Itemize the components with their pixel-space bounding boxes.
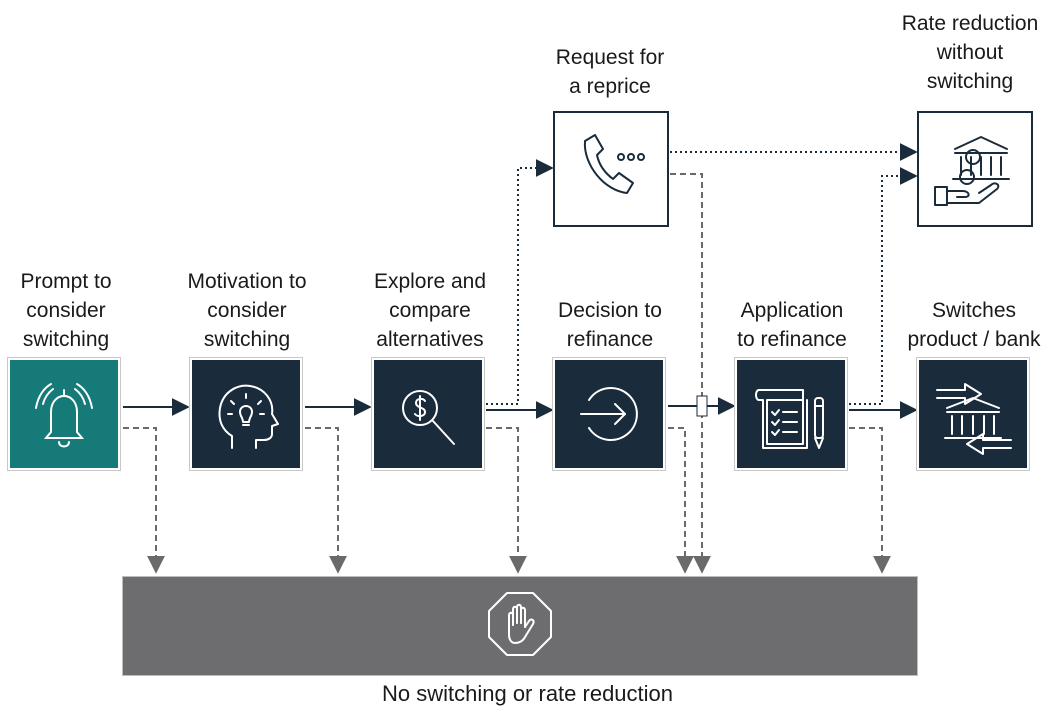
label-line: consider [207,299,287,322]
label-line: switching [203,328,291,351]
no-switching-bar [122,576,918,676]
stage-label-prompt: Prompt to consider switching [0,267,132,354]
dropout-arrow [849,427,891,574]
label-line: a reprice [569,75,651,98]
rate-reduction-label: Rate reduction without switching [885,9,1055,96]
dotted-arrow [849,167,918,405]
stage-box-decision [553,358,665,470]
label-line: Decision to [558,299,662,322]
lightbulb-head-icon [218,384,279,449]
stage-label-application: Application to refinance [712,296,872,354]
dollar-magnifier-icon [402,390,455,445]
reprice-box [553,111,669,227]
label-line: without [936,41,1004,64]
label-line: Request for [555,46,665,69]
stage-box-motivation [190,358,302,470]
bank-exchange-icon [936,383,1012,455]
dropout-arrow [670,173,711,574]
label-line: switching [22,328,110,351]
dropout-arrow [305,427,347,574]
stage-box-explore [372,358,484,470]
document-checklist-pen-icon [755,389,824,449]
stage-label-switches: Switches product / bank [893,296,1055,354]
label-line: alternatives [376,328,484,351]
no-switching-label: No switching or rate reduction [381,681,674,706]
arrow-circle-icon [580,387,638,441]
stage-label-decision: Decision to refinance [530,296,690,354]
reprice-label: Request for a reprice [530,43,690,101]
label-line: Rate reduction [901,12,1039,35]
stage-label-motivation: Motivation to consider switching [167,267,327,354]
stage-box-prompt [8,358,120,470]
label-line: to refinance [737,328,847,351]
dropout-arrow [123,427,165,574]
dotted-arrow [486,159,554,405]
label-line: refinance [566,328,654,351]
alarm-bell-icon [35,383,93,448]
label-line: Application [740,299,844,322]
bank-coin-hand-icon [934,136,1010,206]
label-line: compare [389,299,471,322]
label-line: product / bank [907,328,1041,351]
rate-reduction-box [917,111,1033,227]
phone-call-icon [583,134,645,194]
label-line: switching [926,70,1014,93]
dropout-arrow [668,427,694,574]
dropout-arrow [486,427,527,574]
label-line: Prompt to [20,270,112,293]
stage-box-switches [917,358,1029,470]
stage-box-application [735,358,847,470]
label-line: Motivation to [187,270,307,293]
stop-hand-icon [488,592,552,656]
stage-label-explore: Explore and compare alternatives [350,267,510,354]
line-crossing [696,395,708,417]
label-line: Switches [931,299,1017,322]
label-line: Explore and [373,270,487,293]
label-line: consider [26,299,106,322]
